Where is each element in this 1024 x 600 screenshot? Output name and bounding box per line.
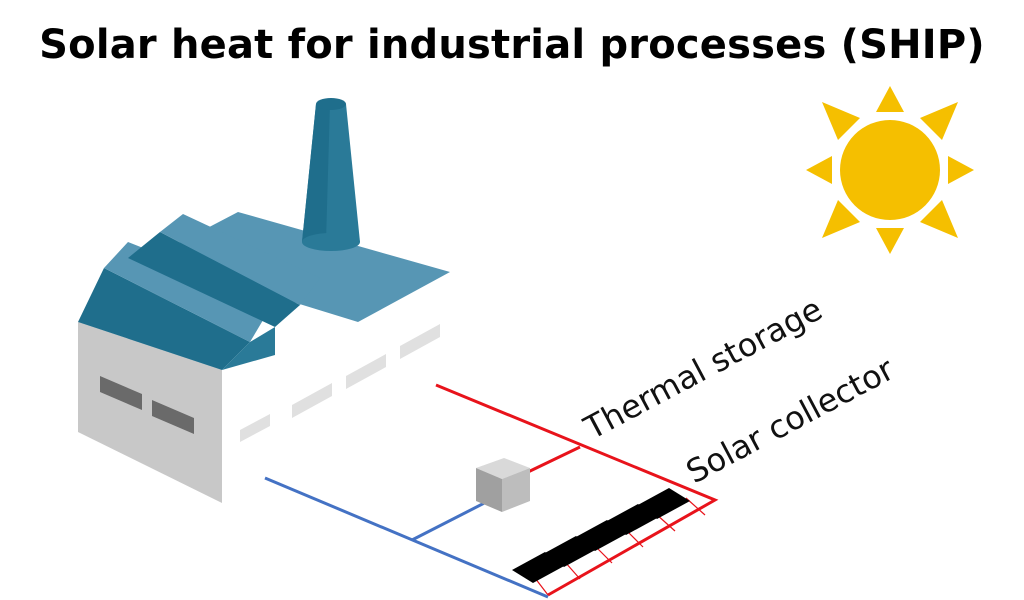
page-title: Solar heat for industrial processes (SHI… [39, 22, 985, 68]
hot-pipe [435, 383, 719, 597]
sun-icon [806, 86, 974, 254]
storage-tank-icon [476, 458, 530, 512]
solar-collector-panels [512, 488, 706, 596]
factory-icon [78, 98, 450, 503]
